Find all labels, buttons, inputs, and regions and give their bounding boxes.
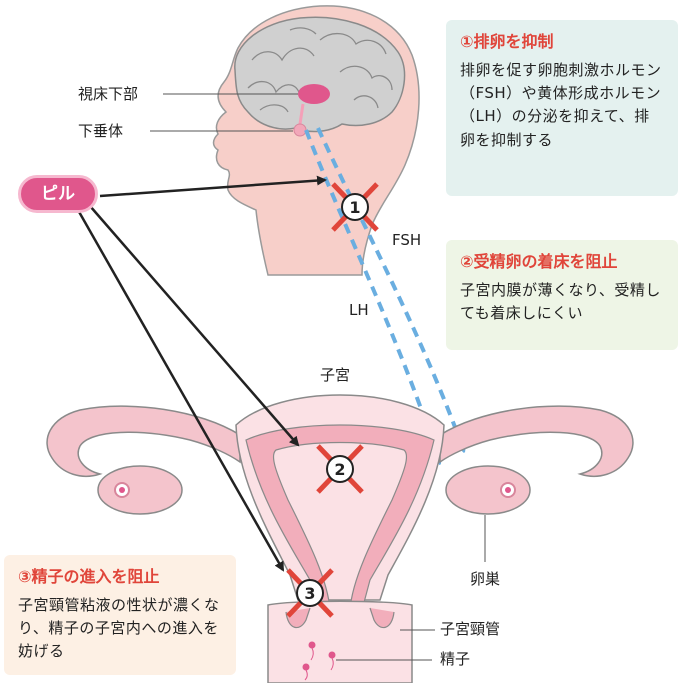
left-ovary (97, 465, 183, 515)
pituitary-stalk (298, 103, 305, 125)
marker-3-number: 3 (304, 584, 315, 603)
cervix-inner (285, 607, 395, 629)
effect-2-body: 子宮内膜が薄くなり、受精しても着床しにくい (460, 280, 661, 323)
pill-arrow-2 (89, 205, 300, 447)
brain (234, 16, 406, 133)
cross-marker-1: 1 (331, 182, 379, 232)
effect-3-title: ③精子の進入を阻止 (18, 567, 160, 586)
right-ovary (445, 465, 531, 515)
effect-box-1: ①排卵を抑制 排卵を促す卵胞刺激ホルモン（FSH）や黄体形成ホルモン（LH）の分… (446, 20, 678, 196)
marker-1-number: 1 (349, 198, 360, 217)
pituitary-shape (293, 123, 307, 137)
effect-2-title: ②受精卵の着床を阻止 (460, 252, 618, 271)
pill-badge: ピル (18, 175, 98, 213)
uterus-label: 子宮 (320, 366, 351, 384)
brain-folds (247, 27, 393, 113)
effect-1-title: ①排卵を抑制 (460, 32, 554, 51)
marker-2-number: 2 (334, 460, 345, 479)
cross-marker-2: 2 (316, 444, 364, 494)
left-fallopian-tube (46, 405, 241, 478)
fsh-label: FSH (392, 231, 422, 249)
effect-1-body: 排卵を促す卵胞刺激ホルモン（FSH）や黄体形成ホルモン（LH）の分泌を抑えて、排… (460, 60, 662, 149)
lh-arrow (304, 129, 438, 458)
pill-arrow-3 (76, 209, 285, 572)
right-fallopian-tube (439, 405, 634, 478)
hypothalamus-shape (298, 84, 330, 104)
pituitary-label: 下垂体 (78, 122, 124, 140)
hypothalamus-label: 視床下部 (78, 85, 139, 103)
lh-label: LH (349, 301, 369, 319)
fsh-arrow (316, 127, 462, 446)
sperm-shapes (302, 641, 336, 681)
cross-marker-3: 3 (286, 568, 334, 618)
cervix-label: 子宮頸管 (440, 620, 501, 638)
effect-3-body: 子宮頸管粘液の性状が濃くなり、精子の子宮内への進入を妨げる (18, 595, 220, 661)
ovary-label: 卵巣 (470, 570, 501, 588)
sperm-label: 精子 (440, 650, 471, 668)
pill-arrow-1 (99, 175, 327, 198)
effect-box-3: ③精子の進入を阻止 子宮頸管粘液の性状が濃くなり、精子の子宮内への進入を妨げる (4, 555, 236, 675)
effect-box-2: ②受精卵の着床を阻止 子宮内膜が薄くなり、受精しても着床しにくい (446, 240, 678, 350)
